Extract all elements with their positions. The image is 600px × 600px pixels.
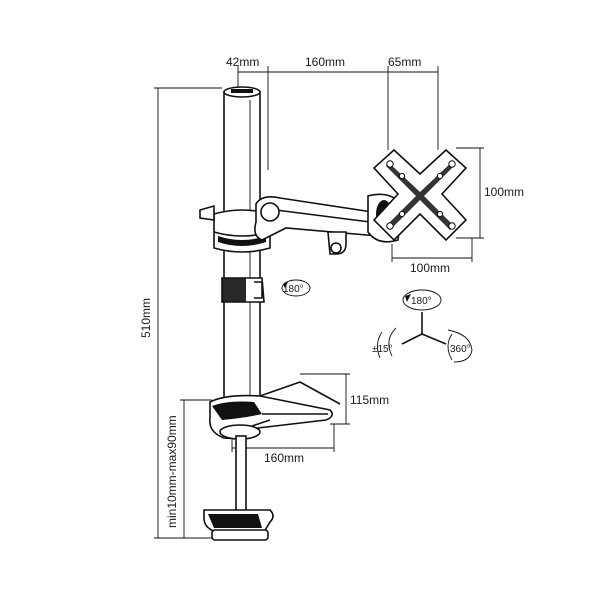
vesa-hole-bl — [386, 222, 394, 230]
pole-swivel-arrowhead — [283, 282, 288, 288]
arm-joint — [260, 202, 280, 222]
collar-ring — [218, 236, 266, 246]
tripod-right — [421, 333, 447, 345]
tilt-arrow-2 — [377, 331, 383, 359]
clamp-plate-dark — [208, 514, 262, 528]
tripod-left — [401, 333, 423, 345]
tilt-arrow — [388, 327, 397, 357]
clamp — [203, 435, 274, 541]
label-total-height: 510mm — [139, 298, 153, 338]
cable-clip-dark — [222, 278, 246, 302]
clamp-pad — [211, 529, 269, 541]
label-base-depth: 115mm — [350, 393, 389, 407]
vesa-hole-br — [448, 222, 456, 230]
label-base-width: 160mm — [264, 451, 304, 465]
base-detail — [251, 419, 271, 427]
label-clamp-range: min10mm-max90mm — [165, 415, 179, 528]
label-vesa-width: 100mm — [410, 261, 450, 275]
rotation-symbols — [281, 279, 473, 363]
arm-groove — [275, 209, 371, 223]
cable-clip — [221, 277, 265, 303]
head-swivel-arrowhead — [405, 294, 411, 302]
pole-swivel-arrow — [281, 279, 311, 297]
cable-clip-edge — [254, 281, 263, 299]
collar-tab — [199, 204, 215, 221]
base — [208, 381, 341, 440]
label-top-left: 42mm — [226, 55, 259, 69]
dimension-lines — [154, 66, 484, 539]
label-rotate: 360° — [450, 344, 471, 355]
label-vesa-height: 100mm — [484, 185, 524, 199]
clamp-screw — [235, 435, 247, 517]
head-swivel-arrow — [402, 289, 442, 311]
pole-cap-slot — [231, 89, 253, 93]
base-dark — [212, 401, 262, 420]
vesa-plate — [372, 148, 468, 242]
vesa-hole-inner-tl — [398, 172, 406, 180]
vesa-hole-inner-bl — [398, 210, 406, 218]
vesa-hole-inner-br — [436, 210, 444, 218]
rotate-arrow — [447, 329, 473, 363]
label-top-right: 65mm — [388, 55, 421, 69]
vesa-hole-tr — [448, 160, 456, 168]
labels: 42mm 160mm 65mm 100mm 100mm 510mm min10m… — [139, 55, 524, 528]
rotate-arrow-2 — [447, 333, 453, 361]
label-top-mid: 160mm — [305, 55, 345, 69]
vesa-hole-inner-tr — [436, 172, 444, 180]
base-wing — [259, 381, 341, 405]
label-pole-swivel: 180° — [283, 284, 304, 295]
vesa-hole-tl — [386, 160, 394, 168]
label-head-swivel: 180° — [411, 296, 432, 307]
knob-head — [330, 242, 342, 254]
label-tilt: ±15° — [372, 344, 393, 355]
